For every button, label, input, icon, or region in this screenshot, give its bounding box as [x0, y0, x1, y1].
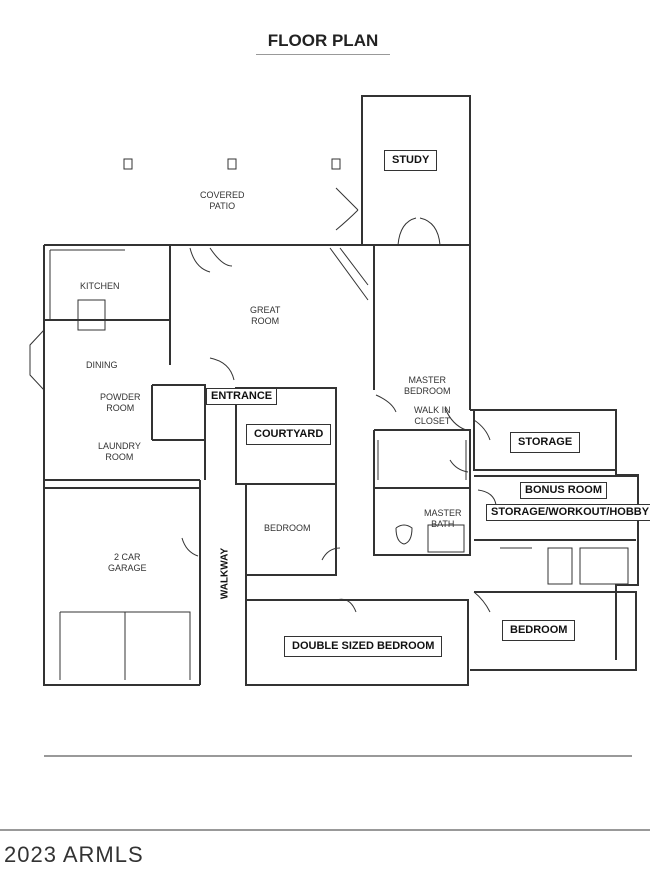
garage-door: [59, 611, 191, 680]
closet-rods: [377, 440, 467, 480]
bonus-bath: [500, 547, 629, 585]
wall-kitchen: [44, 245, 171, 365]
wall-dining-south: [44, 479, 201, 685]
room-entrance: ENTRANCE: [206, 388, 278, 405]
room-double-bedroom: DOUBLE SIZED BEDROOM: [284, 636, 443, 657]
room-study: STUDY: [384, 150, 438, 171]
room-storage: STORAGE: [510, 432, 581, 453]
room-bedroom-1: BEDROOM: [264, 523, 311, 533]
bay-window: [29, 329, 45, 391]
door-study: [335, 187, 359, 231]
patio-post-1: [123, 158, 133, 170]
wall-storage: [473, 410, 616, 471]
door-closet: [444, 407, 467, 431]
kitchen-counter: [49, 249, 125, 331]
door-bonus: [477, 489, 497, 506]
room-kitchen: KITCHEN: [80, 281, 120, 291]
room-powder: POWDER ROOM: [100, 392, 141, 413]
door-bath: [449, 459, 469, 473]
wall-bonus: [474, 475, 638, 541]
patio-post-2: [227, 158, 237, 170]
wall-powder: [151, 384, 206, 480]
wall-study: [361, 95, 471, 245]
room-dining: DINING: [86, 360, 118, 370]
page-title: FLOOR PLAN: [256, 28, 390, 55]
door-master: [375, 394, 397, 413]
door-garage: [181, 537, 199, 557]
room-master-bedroom: MASTER BEDROOM: [404, 375, 451, 396]
bath-fixtures: [395, 524, 465, 553]
room-walk-in-closet: WALK IN CLOSET: [414, 405, 451, 426]
room-laundry: LAUNDRY ROOM: [98, 441, 141, 462]
room-storage-workout-hobby: STORAGE/WORKOUT/HOBBY: [486, 504, 650, 521]
room-bonus: BONUS ROOM: [520, 482, 607, 499]
room-master-bath: MASTER BATH: [424, 508, 462, 529]
wall-master-bath: [373, 429, 471, 556]
door-patio: [189, 247, 233, 273]
door-study-french: [397, 217, 441, 246]
room-bedroom-2: BEDROOM: [502, 620, 576, 641]
wall-south-wing: [245, 575, 469, 686]
room-garage: 2 CAR GARAGE: [108, 552, 147, 573]
door-entrance: [209, 357, 235, 381]
patio-post-3: [331, 158, 341, 170]
door-storage: [473, 419, 491, 441]
wall-east-wing: [469, 245, 639, 671]
room-covered-patio: COVERED PATIO: [200, 190, 245, 211]
door-bedroom-1: [321, 547, 341, 561]
door-double-bedroom: [335, 598, 357, 613]
door-bedroom-2: [473, 591, 491, 613]
room-walkway: WALKWAY: [219, 547, 231, 600]
wall-main-west: [43, 245, 200, 686]
wall-bedroom-east: [474, 591, 617, 660]
room-courtyard: COURTYARD: [246, 424, 332, 445]
wall-bedroom-1: [245, 483, 337, 576]
copyright-watermark: 2023 ARMLS: [4, 842, 144, 867]
fireplace: [329, 247, 369, 301]
room-great-room: GREAT ROOM: [250, 305, 281, 326]
